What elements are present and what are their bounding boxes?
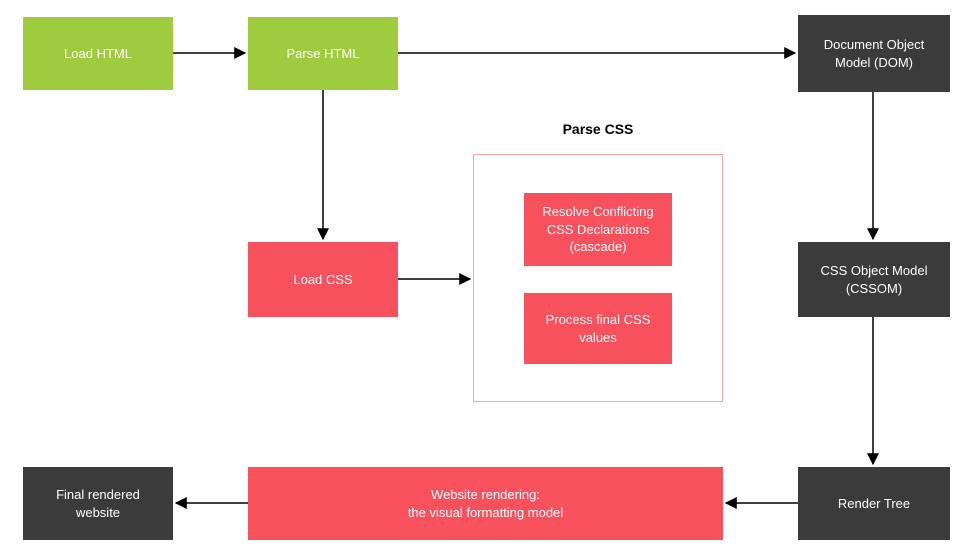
node-process-values[interactable]: Process final CSS values [524,293,672,364]
node-website-rendering-label: Website rendering: the visual formatting… [407,486,564,520]
node-dom-label: Document Object Model (DOM) [823,36,925,70]
parse-css-group-title: Parse CSS [562,121,634,137]
node-render-tree-label: Render Tree [837,495,911,511]
node-render-tree[interactable]: Render Tree [798,467,950,540]
node-final-website[interactable]: Final rendered website [23,467,173,540]
node-resolve-cascade-label: Resolve Conflicting CSS Declarations (ca… [542,204,654,255]
node-website-rendering[interactable]: Website rendering: the visual formatting… [248,467,723,540]
node-process-values-label: Process final CSS values [545,311,651,345]
node-load-css[interactable]: Load CSS [248,242,398,317]
node-load-html-label: Load HTML [64,45,132,61]
node-load-html[interactable]: Load HTML [23,17,173,90]
node-parse-html[interactable]: Parse HTML [248,17,398,90]
node-parse-html-label: Parse HTML [286,45,360,61]
node-final-website-label: Final rendered website [56,486,140,520]
node-cssom-label: CSS Object Model (CSSOM) [820,262,928,296]
node-dom[interactable]: Document Object Model (DOM) [798,15,950,92]
node-load-css-label: Load CSS [293,271,353,287]
node-resolve-cascade[interactable]: Resolve Conflicting CSS Declarations (ca… [524,193,672,266]
node-cssom[interactable]: CSS Object Model (CSSOM) [798,242,950,317]
parse-css-group-container [473,154,723,402]
